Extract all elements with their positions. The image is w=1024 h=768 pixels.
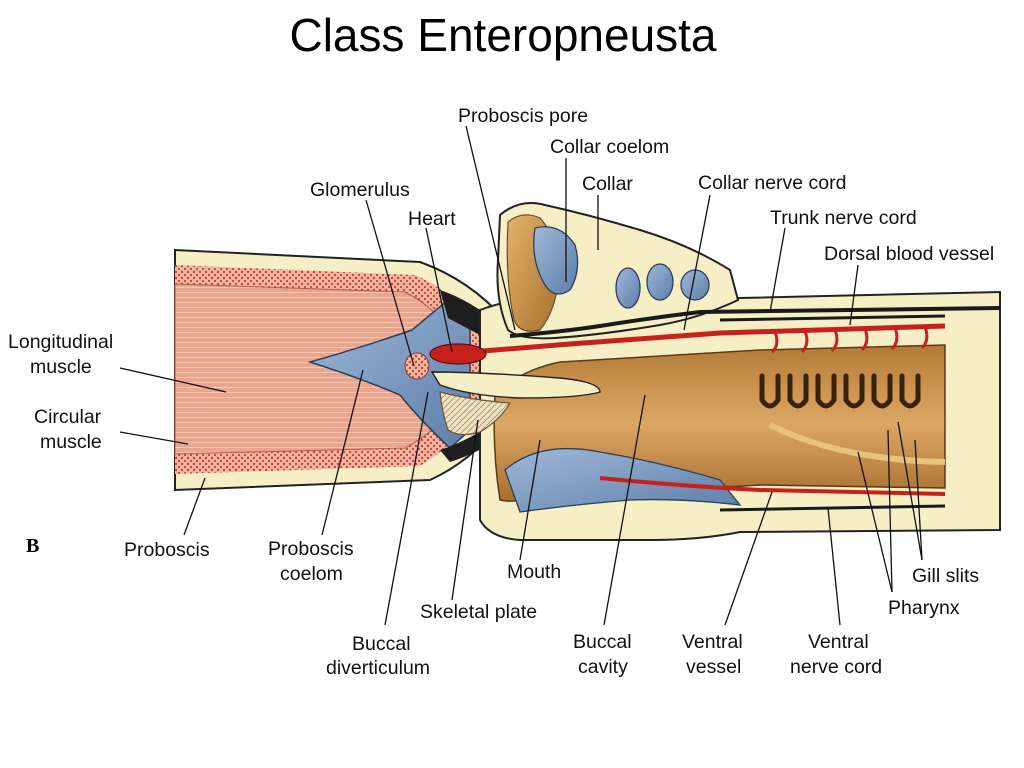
label-proboscis-coelom-line1: Proboscis	[268, 538, 354, 560]
label-collar-coelom: Collar coelom	[550, 136, 669, 158]
label-glomerulus: Glomerulus	[310, 179, 410, 201]
glomerulus	[404, 352, 430, 380]
label-ventral-vessel-line1: Ventral	[682, 631, 743, 653]
skeletal-plate	[439, 391, 512, 436]
trunk-nerve-cord	[719, 314, 946, 322]
label-collar: Collar	[582, 173, 633, 195]
heart	[429, 343, 487, 365]
label-buccal-cavity-line2: cavity	[578, 656, 628, 678]
gill-slits	[759, 373, 921, 409]
label-buccal-diverticulum-line1: Buccal	[352, 633, 411, 655]
ventral-nerve-cord	[719, 504, 946, 512]
label-trunk-nerve-cord: Trunk nerve cord	[770, 207, 917, 229]
label-longitudinal-muscle-line1: Longitudinal	[8, 331, 113, 353]
label-circular-muscle-line1: Circular	[34, 406, 102, 428]
buccal-diverticulum	[430, 371, 601, 399]
label-proboscis-pore: Proboscis pore	[458, 105, 588, 127]
label-heart: Heart	[408, 208, 456, 230]
label-gill-slits: Gill slits	[912, 565, 979, 587]
leader-lines	[119, 125, 923, 626]
label-buccal-cavity-line1: Buccal	[573, 631, 632, 653]
label-proboscis-coelom-line2: coelom	[280, 563, 343, 585]
label-ventral-nerve-cord-line2: nerve cord	[790, 656, 882, 678]
label-collar-nerve-cord: Collar nerve cord	[698, 172, 846, 194]
label-proboscis: Proboscis	[124, 539, 210, 561]
collar-nerve-cord	[509, 306, 1001, 338]
label-buccal-diverticulum-line2: diverticulum	[326, 657, 430, 679]
pharynx	[768, 422, 946, 465]
label-longitudinal-muscle-line2: muscle	[30, 356, 92, 378]
panel-letter: B	[26, 535, 39, 557]
dorsal-blood-vessel	[469, 323, 946, 355]
label-mouth: Mouth	[507, 561, 561, 583]
label-ventral-nerve-cord-line1: Ventral	[808, 631, 869, 653]
dorsal-vessel-branches	[770, 326, 929, 354]
page-title: Class Enteropneusta	[289, 9, 717, 61]
label-skeletal-plate: Skeletal plate	[420, 601, 537, 623]
label-circular-muscle-line2: muscle	[40, 431, 102, 453]
label-ventral-vessel-line2: vessel	[686, 656, 741, 678]
label-pharynx: Pharynx	[888, 597, 960, 619]
ventral-vessel	[599, 476, 946, 496]
label-dorsal-blood-vessel: Dorsal blood vessel	[824, 243, 994, 265]
